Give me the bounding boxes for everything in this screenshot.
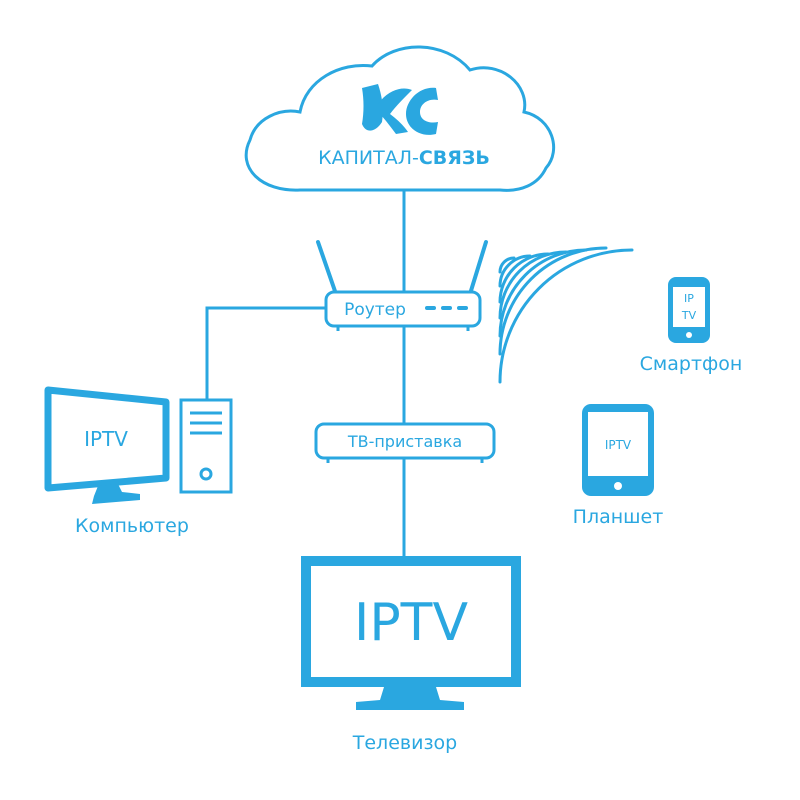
cloud: КАПИТАЛ-СВЯЗЬ bbox=[244, 45, 556, 192]
tablet-label: Планшет bbox=[573, 506, 664, 528]
tv-screen-frame bbox=[301, 556, 521, 687]
kapital-svyaz-logo bbox=[362, 84, 438, 135]
router: Роутер bbox=[316, 240, 488, 331]
router-antenna-left bbox=[316, 240, 338, 296]
tv-label: Телевизор bbox=[352, 732, 457, 754]
smartphone-label: Смартфон bbox=[640, 353, 743, 375]
connection-lines bbox=[205, 188, 406, 560]
computer-monitor bbox=[44, 386, 170, 492]
computer-screen-label: IPTV bbox=[84, 427, 128, 451]
tv-screen-label: IPTV bbox=[354, 593, 468, 653]
settop-box: ТВ-приставка bbox=[314, 422, 496, 463]
wifi-waves-icon bbox=[498, 246, 634, 384]
computer-power-button bbox=[199, 467, 213, 481]
tablet-screen-label: IPTV bbox=[605, 438, 632, 452]
settop-box-label: ТВ-приставка bbox=[347, 432, 462, 451]
smartphone-screen bbox=[673, 287, 705, 327]
tv-stand bbox=[356, 687, 464, 710]
tablet-screen bbox=[588, 412, 648, 476]
router-label: Роутер bbox=[344, 300, 406, 320]
computer-tower bbox=[179, 398, 233, 494]
smartphone: IP TV Смартфон bbox=[640, 277, 743, 375]
smartphone-screen-tv: TV bbox=[681, 309, 697, 322]
computer-label: Компьютер bbox=[75, 515, 189, 537]
television: IPTV Телевизор bbox=[301, 556, 521, 754]
router-antenna-right bbox=[468, 240, 488, 296]
brand-name: КАПИТАЛ-СВЯЗЬ bbox=[318, 147, 490, 169]
router-body bbox=[324, 290, 482, 328]
tablet-home-button bbox=[614, 482, 622, 490]
smartphone-screen-ip: IP bbox=[684, 292, 694, 305]
brand-name-light: КАПИТАЛ- bbox=[318, 147, 419, 169]
brand-name-bold: СВЯЗЬ bbox=[419, 147, 490, 169]
settop-box-body bbox=[314, 422, 496, 460]
tablet: IPTV Планшет bbox=[573, 404, 664, 528]
router-led-indicators bbox=[425, 306, 468, 310]
computer: IPTV Компьютер bbox=[44, 386, 233, 537]
smartphone-home-button bbox=[686, 332, 692, 338]
line-router-computer bbox=[205, 306, 326, 400]
computer-monitor-stand bbox=[92, 484, 140, 504]
